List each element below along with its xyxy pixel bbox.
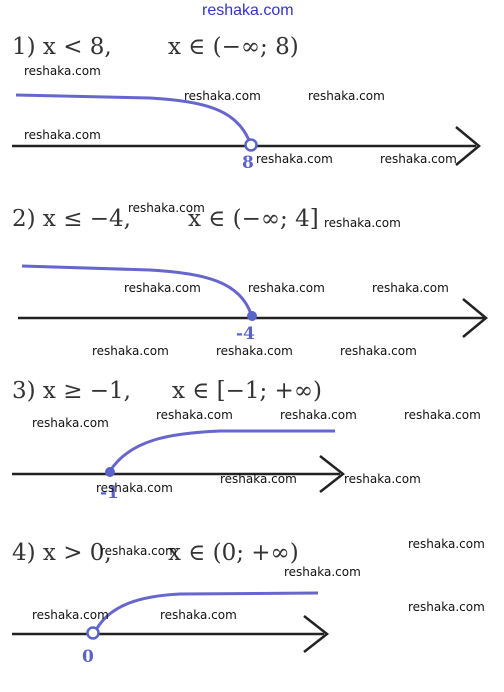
watermark: reshaka.com bbox=[100, 544, 177, 558]
watermark: reshaka.com bbox=[92, 344, 169, 358]
watermark: reshaka.com bbox=[24, 128, 101, 142]
watermark: reshaka.com bbox=[340, 344, 417, 358]
problem-3-inequality: 3) x ≥ −1, bbox=[12, 378, 131, 404]
watermark: reshaka.com bbox=[248, 281, 325, 295]
arrow-head-1 bbox=[455, 126, 481, 166]
watermark: reshaka.com bbox=[404, 408, 481, 422]
watermark: reshaka.com bbox=[324, 216, 401, 230]
watermark: reshaka.com bbox=[160, 608, 237, 622]
problem-2-inequality: 2) x ≤ −4, bbox=[12, 206, 131, 232]
watermark: reshaka.com bbox=[408, 537, 485, 551]
watermark: reshaka.com bbox=[32, 416, 109, 430]
arrow-head-3 bbox=[319, 455, 346, 493]
watermark: reshaka.com bbox=[156, 408, 233, 422]
arrow-head-4 bbox=[303, 615, 330, 653]
watermark: reshaka.com bbox=[284, 565, 361, 579]
watermark: reshaka.com bbox=[256, 152, 333, 166]
problem-4-interval: x ∈ (0; +∞) bbox=[168, 540, 299, 566]
watermark: reshaka.com bbox=[128, 201, 205, 215]
watermark: reshaka.com bbox=[184, 89, 261, 103]
shading-curve-2 bbox=[21, 264, 253, 315]
problem-3-point-label: -1 bbox=[100, 483, 119, 503]
watermark: reshaka.com bbox=[344, 472, 421, 486]
problem-2-interval: x ∈ (−∞; 4] bbox=[188, 206, 319, 232]
problem-2-point-label: -4 bbox=[236, 324, 255, 344]
watermark: reshaka.com bbox=[372, 281, 449, 295]
shading-curve-1 bbox=[15, 93, 252, 144]
point-marker-2 bbox=[247, 311, 257, 321]
problem-3-interval: x ∈ [−1; +∞) bbox=[172, 378, 322, 404]
watermark: reshaka.com bbox=[96, 481, 173, 495]
problem-4-inequality: 4) x > 0, bbox=[12, 540, 112, 566]
point-marker-3 bbox=[105, 467, 115, 477]
watermark: reshaka.com bbox=[32, 608, 109, 622]
problem-1-inequality: 1) x < 8, bbox=[12, 34, 112, 60]
watermark: reshaka.com bbox=[280, 408, 357, 422]
problem-4-point-label: 0 bbox=[82, 647, 94, 667]
watermark: reshaka.com bbox=[408, 600, 485, 614]
problem-1-point-label: 8 bbox=[242, 153, 254, 173]
problem-1-interval: x ∈ (−∞; 8) bbox=[168, 34, 299, 60]
watermark: reshaka.com bbox=[24, 64, 101, 78]
watermark: reshaka.com bbox=[124, 281, 201, 295]
shading-curve-4 bbox=[94, 591, 319, 631]
watermark: reshaka.com bbox=[220, 472, 297, 486]
watermark: reshaka.com bbox=[308, 89, 385, 103]
shading-curve-3 bbox=[108, 429, 335, 472]
point-marker-4 bbox=[86, 626, 100, 640]
watermark: reshaka.com bbox=[216, 344, 293, 358]
site-header: reshaka.com bbox=[202, 2, 294, 19]
point-marker-1 bbox=[244, 138, 258, 152]
watermark: reshaka.com bbox=[380, 152, 457, 166]
arrow-head-2 bbox=[462, 298, 488, 338]
